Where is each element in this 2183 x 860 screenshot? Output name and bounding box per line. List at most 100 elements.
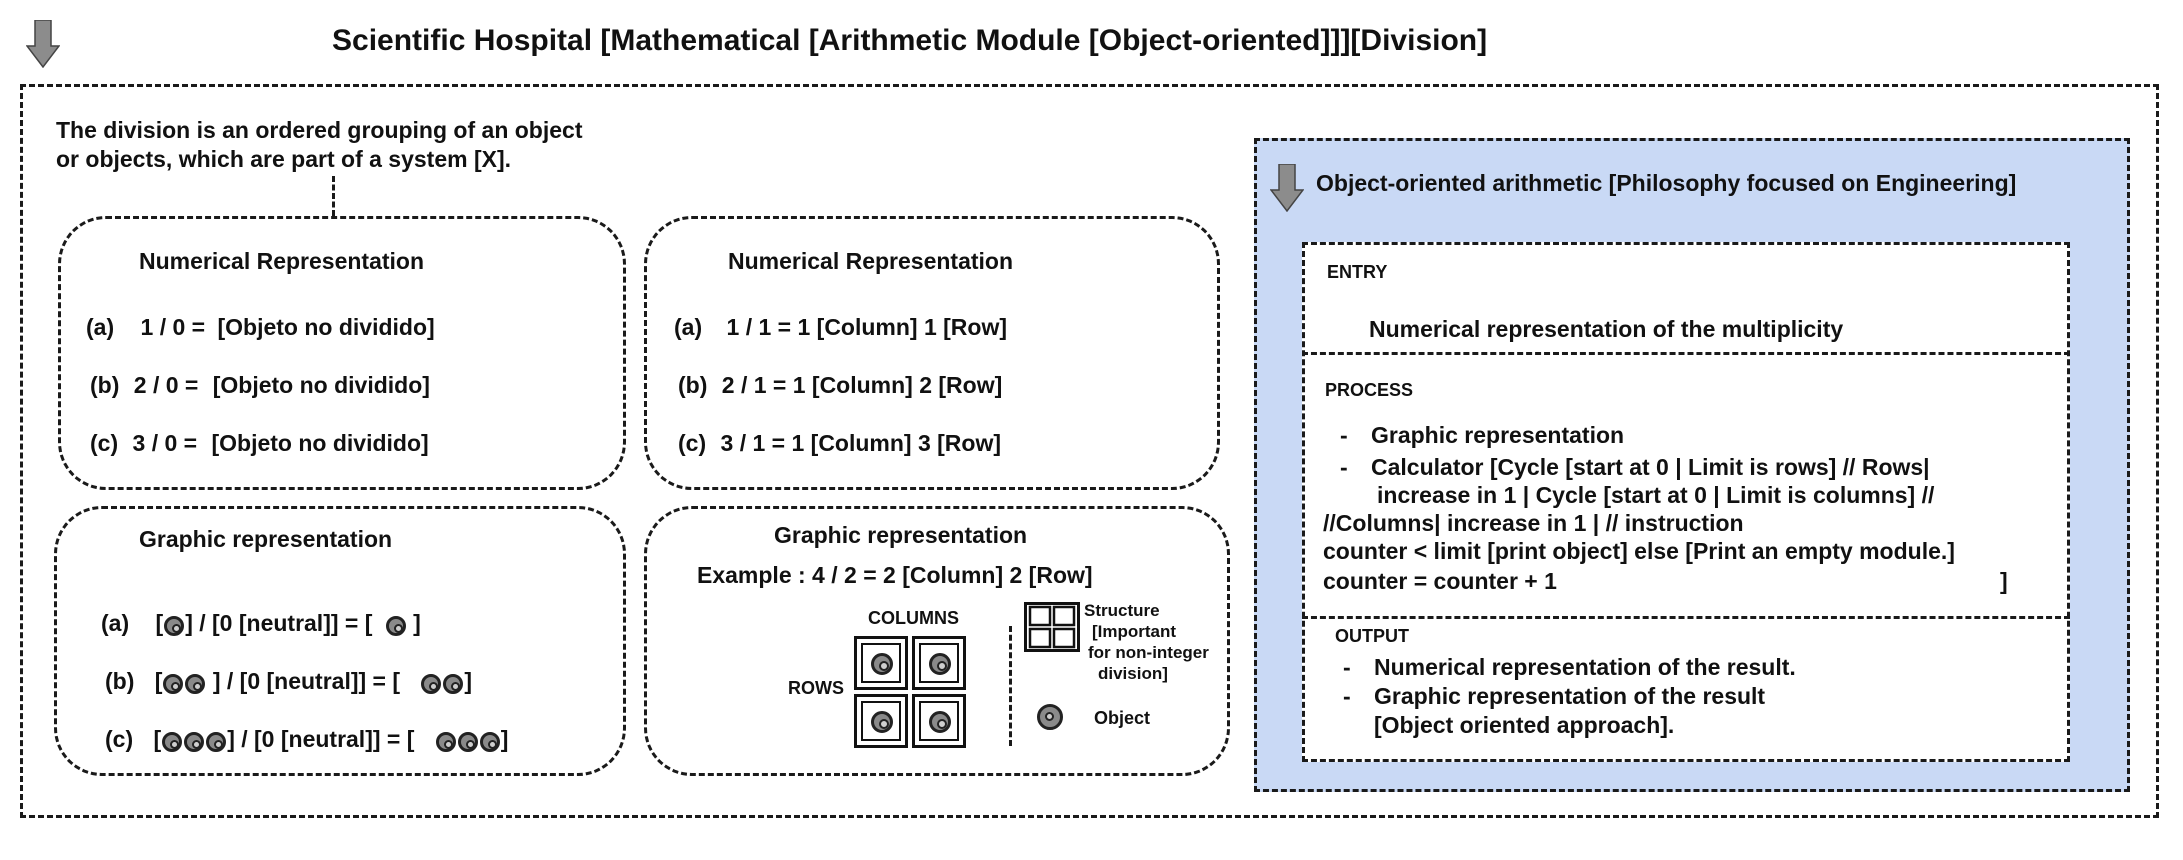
close-bracket: ] xyxy=(464,668,473,694)
row-result: [Objeto no dividido] xyxy=(212,372,430,398)
down-arrow-icon xyxy=(26,20,60,68)
object-legend-label: Object xyxy=(1094,708,1151,728)
output-dash-2: - xyxy=(1343,683,1351,709)
process-calculator-line-4: counter < limit [print object] else [Pri… xyxy=(1323,538,1955,564)
row-expression: 3 / 0 = xyxy=(132,430,198,456)
object-icon xyxy=(185,674,206,695)
open-bracket: [ xyxy=(154,668,163,694)
row-label: (a) xyxy=(101,610,130,636)
numerical-one-row-c: (c) 3 / 1 = 1 [Column] 3 [Row] xyxy=(678,430,1001,457)
object-group xyxy=(163,611,185,638)
row-result: [Objeto no dividido] xyxy=(211,430,429,456)
numerical-one-heading: Numerical Representation xyxy=(728,248,1014,274)
row-middle: ] / [0 [neutral]] = [ xyxy=(227,726,415,752)
row-label: (b) xyxy=(105,668,135,694)
object-icon xyxy=(385,616,406,637)
oop-inner-box xyxy=(1302,242,2070,762)
structure-line-4: division] xyxy=(1098,664,1168,683)
row-middle: ] / [0 [neutral]] = [ xyxy=(206,668,401,694)
numerical-one-row-a: (a) 1 / 1 = 1 [Column] 1 [Row] xyxy=(674,314,1007,341)
row-result: [Objeto no dividido] xyxy=(217,314,435,340)
output-label: OUTPUT xyxy=(1335,626,1409,646)
structure-icon xyxy=(1024,602,1080,652)
module-frame xyxy=(919,701,959,741)
close-bracket: ] xyxy=(413,610,421,636)
object-icon xyxy=(184,732,205,753)
row-label: (c) xyxy=(90,430,119,456)
row-expression: 1 / 0 = xyxy=(140,314,206,340)
output-dash-1: - xyxy=(1343,654,1351,680)
object-group xyxy=(435,727,501,754)
numerical-zero-row-a: (a) 1 / 0 = [Objeto no dividido] xyxy=(86,314,435,341)
graphic-example-heading: Graphic representation xyxy=(774,522,1028,548)
object-icon xyxy=(435,732,456,753)
process-dash-1: - xyxy=(1340,422,1348,448)
module-frame xyxy=(919,643,959,683)
grid-module xyxy=(854,694,908,748)
structure-line-3: for non-integer xyxy=(1088,643,1209,662)
entry-process-divider xyxy=(1302,352,2070,355)
row-label: (c) xyxy=(678,430,707,456)
object-icon xyxy=(929,711,951,733)
numerical-zero-row-c: (c) 3 / 0 = [Objeto no dividido] xyxy=(90,430,429,457)
legend-separator xyxy=(1009,626,1012,746)
definition-connector xyxy=(332,176,335,216)
entry-label: ENTRY xyxy=(1327,262,1388,282)
graphic-zero-box xyxy=(54,506,626,776)
object-group xyxy=(420,669,464,696)
process-calculator-line-3: //Columns| increase in 1 | // instructio… xyxy=(1323,510,1744,536)
outer-frame xyxy=(20,84,2159,818)
graphic-zero-heading: Graphic representation xyxy=(139,526,393,552)
numerical-one-box xyxy=(644,216,1220,490)
definition-line-1: The division is an ordered grouping of a… xyxy=(56,117,583,143)
object-icon xyxy=(163,674,184,695)
numerical-zero-heading: Numerical Representation xyxy=(139,248,425,274)
close-bracket: ] xyxy=(500,726,509,752)
module-frame xyxy=(861,701,901,741)
row-label: (b) xyxy=(90,372,120,398)
graphic-zero-row-a: (a) [ ] / [0 [neutral]] = [ ] xyxy=(101,610,421,638)
object-icon xyxy=(421,674,442,695)
graphic-zero-row-c: (c) [] / [0 [neutral]] = [ ] xyxy=(105,726,508,754)
oop-heading: Object-oriented arithmetic [Philosophy f… xyxy=(1316,170,2017,196)
graphic-example-box xyxy=(644,506,1230,776)
object-icon xyxy=(871,653,893,675)
object-icon xyxy=(443,674,464,695)
graphic-example-formula: Example : 4 / 2 = 2 [Column] 2 [Row] xyxy=(697,562,1093,588)
structure-legend-text: Structure [Important for non-integer div… xyxy=(1084,600,1209,684)
process-closing-bracket: ] xyxy=(2000,568,2008,594)
structure-line-1: Structure xyxy=(1084,601,1160,620)
object-icon xyxy=(206,732,227,753)
row-label: (a) xyxy=(86,314,115,340)
object-icon xyxy=(929,653,951,675)
row-expression: 3 / 1 = 1 [Column] 3 [Row] xyxy=(720,430,1002,456)
open-bracket: [ xyxy=(155,610,164,636)
numerical-zero-row-b: (b) 2 / 0 = [Objeto no dividido] xyxy=(90,372,430,399)
object-icon xyxy=(457,732,478,753)
output-item-2-line-2: [Object oriented approach]. xyxy=(1374,712,1675,738)
process-calculator-line-2: increase in 1 | Cycle [start at 0 | Limi… xyxy=(1377,482,1935,508)
process-label: PROCESS xyxy=(1325,380,1414,400)
numerical-zero-box xyxy=(58,216,626,490)
definition-text: The division is an ordered grouping of a… xyxy=(56,116,582,174)
row-expression: 2 / 0 = xyxy=(133,372,199,398)
numerical-one-row-b: (b) 2 / 1 = 1 [Column] 2 [Row] xyxy=(678,372,1002,399)
row-label: (c) xyxy=(105,726,134,752)
entry-text: Numerical representation of the multipli… xyxy=(1369,316,1844,342)
rows-label: ROWS xyxy=(788,678,844,698)
output-item-1: Numerical representation of the result. xyxy=(1374,654,1796,680)
object-legend-icon xyxy=(1037,704,1063,730)
output-item-2-line-1: Graphic representation of the result xyxy=(1374,683,1766,709)
object-icon xyxy=(162,732,183,753)
grid-module xyxy=(854,636,908,690)
definition-line-2: or objects, which are part of a system [… xyxy=(56,146,512,172)
grid-module xyxy=(912,636,966,690)
process-item-1: Graphic representation xyxy=(1371,422,1625,448)
row-middle: ] / [0 [neutral]] = [ xyxy=(185,610,373,636)
object-icon xyxy=(479,732,500,753)
process-dash-2: - xyxy=(1340,454,1348,480)
structure-line-2: [Important xyxy=(1092,622,1177,641)
module-frame xyxy=(861,643,901,683)
row-label: (b) xyxy=(678,372,708,398)
object-group xyxy=(385,611,407,638)
